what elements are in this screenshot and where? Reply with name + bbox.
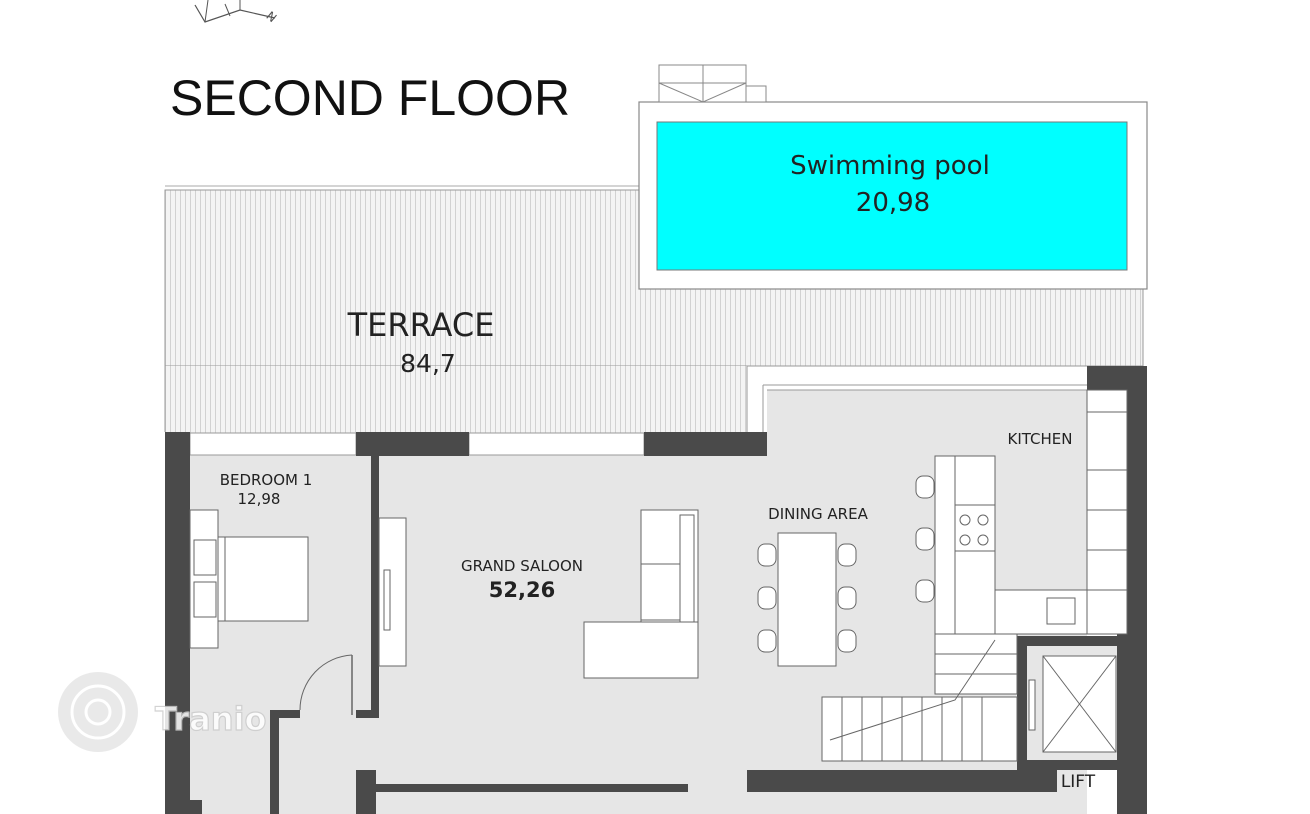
watermark-text: Tranio (155, 700, 266, 738)
compass-icon (194, 0, 276, 23)
plan-title: SECOND FLOOR (170, 70, 570, 126)
sofa-icon (583, 509, 699, 679)
bedroom-area: 12,98 (238, 490, 281, 508)
bedroom-name: BEDROOM 1 (220, 471, 313, 489)
terrace-name: TERRACE (347, 306, 495, 344)
pool-area: 20,98 (856, 188, 930, 218)
dining-table-icon (757, 532, 857, 667)
bedroom-door-icon (299, 654, 353, 715)
lift-icon (1027, 646, 1117, 760)
pool-name: Swimming pool (790, 151, 990, 181)
compass-north-label: N (264, 9, 280, 25)
terrace-area-value: 84,7 (400, 349, 456, 378)
tv-unit-icon (378, 517, 407, 667)
lift-name: LIFT (1061, 772, 1096, 792)
bed-icon (189, 509, 309, 649)
tranio-logo-icon (58, 672, 138, 752)
kitchen-name: KITCHEN (1008, 430, 1073, 448)
saloon-area: 52,26 (489, 578, 555, 602)
dining-name: DINING AREA (768, 505, 868, 523)
saloon-name: GRAND SALOON (461, 557, 583, 575)
staircase-icon (821, 633, 1018, 762)
kitchen-counter-icon (915, 389, 1128, 635)
swimming-pool (638, 64, 1148, 290)
